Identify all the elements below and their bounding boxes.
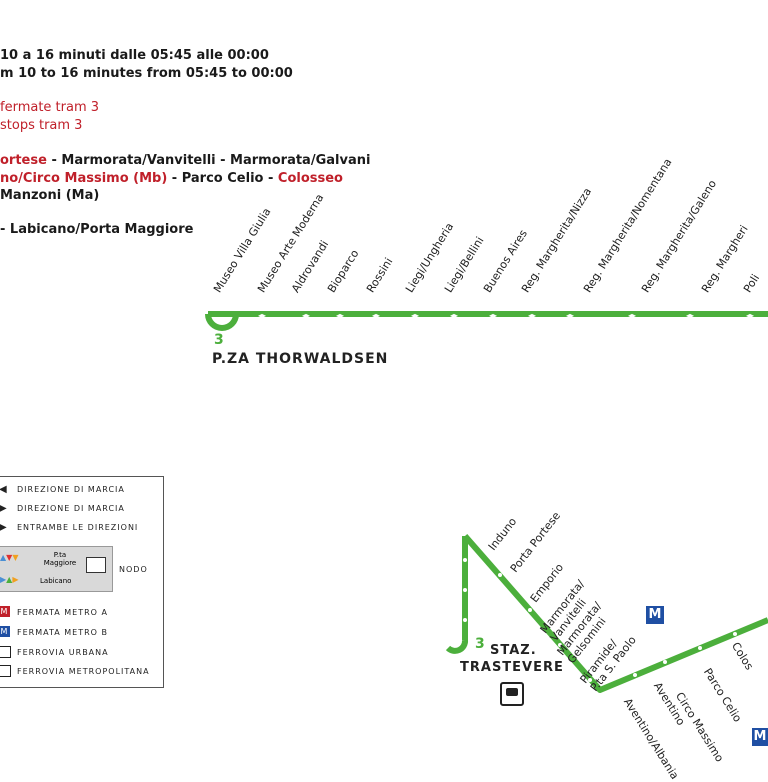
- stop-portese-text: ortese: [0, 153, 47, 168]
- legend-direction-1-label: DIREZIONE DI MARCIA: [17, 485, 125, 494]
- legend-rail: FERROVIA URBANA: [0, 646, 109, 658]
- stops-line-2: no/Circo Massimo (Mb) - Parco Celio - Co…: [0, 171, 343, 186]
- legend: ◀ DIREZIONE DI MARCIA ▶ DIREZIONE DI MAR…: [0, 476, 164, 688]
- direction-arrow-icon: ◂▸: [450, 311, 458, 320]
- legend-node: NODO: [119, 565, 148, 574]
- legend-metro-b-label: FERMATA METRO B: [17, 628, 108, 637]
- frequency-it: 10 a 16 minuti dalle 05:45 alle 00:00: [0, 48, 269, 63]
- direction-arrow-icon: [633, 673, 637, 677]
- direction-arrow-icon: ◂▸: [258, 311, 266, 320]
- legend-metro-a-label: FERMATA METRO A: [17, 608, 108, 617]
- direction-arrow-icon: ◂▸: [528, 311, 536, 320]
- direction-arrow-icon: ◂▸: [372, 311, 380, 320]
- node-station-icon: [86, 557, 106, 573]
- direction-arrow-icon: [733, 632, 737, 636]
- legend-direction-1: ◀ DIREZIONE DI MARCIA: [0, 484, 125, 495]
- node-arrows-bottom-icon: ▶▲▶: [0, 575, 19, 584]
- frequency-en: m 10 to 16 minutes from 05:45 to 00:00: [0, 66, 293, 81]
- direction-arrow-icon: ◂▸: [302, 311, 310, 320]
- direction-arrow-icon: [463, 618, 467, 622]
- train-icon: [500, 682, 524, 706]
- metro-a-icon: M: [0, 606, 10, 617]
- stops-line-4: - Labicano/Porta Maggiore: [0, 222, 194, 237]
- legend-rail-metro-label: FERROVIA METROPOLITANA: [17, 667, 150, 676]
- stops-line-3: Manzoni (Ma): [0, 188, 100, 203]
- stops-line-2-mid: - Parco Celio -: [167, 171, 278, 186]
- legend-rail-metro: FERROVIA METROPOLITANA: [0, 665, 150, 677]
- stops-line-1-rest: - Marmorata/Vanvitelli - Marmorata/Galva…: [46, 153, 371, 168]
- direction-arrow-icon: [698, 646, 702, 650]
- direction-arrow-icon: ◂▸: [566, 311, 574, 320]
- legend-metro-b: M FERMATA METRO B: [0, 626, 108, 637]
- top-terminus: P.ZA THORWALDSEN: [212, 351, 389, 367]
- node-arrows-top-icon: ▲▼▼: [0, 553, 19, 562]
- bottom-terminus-2: TRASTEVERE: [460, 660, 564, 675]
- top-route-loop: [205, 313, 239, 331]
- legend-rail-label: FERROVIA URBANA: [17, 648, 109, 657]
- stop-circo-text: no/Circo Massimo (Mb): [0, 171, 168, 186]
- stops-heading-it: fermate tram 3: [0, 100, 100, 115]
- stop-colosseo-text: Colosseo: [277, 171, 343, 186]
- top-route-arrows: ◂▸◂▸◂▸◂▸◂▸◂▸◂▸◂▸◂▸◂▸◂▸◂▸◂▸: [258, 311, 754, 320]
- direction-arrow-icon: [498, 573, 502, 577]
- bottom-route-loop: [445, 639, 469, 654]
- arrow-left-icon: ◀: [0, 484, 8, 495]
- legend-direction-2-label: DIREZIONE DI MARCIA: [17, 504, 125, 513]
- arrow-right-icon: ▶: [0, 503, 8, 514]
- direction-arrow-icon: [588, 678, 592, 682]
- metro-b-icon: M: [646, 606, 664, 624]
- bottom-terminus-1: STAZ.: [490, 643, 537, 658]
- rail-icon: [0, 646, 11, 658]
- direction-arrow-icon: ◂▸: [628, 311, 636, 320]
- stops-line-1: ortese - Marmorata/Vanvitelli - Marmorat…: [0, 153, 370, 168]
- direction-arrow-icon: [463, 558, 467, 562]
- direction-arrow-icon: ◂▸: [336, 311, 344, 320]
- legend-node-box: ▲▼▼ P.ta Maggiore ▶▲▶ Labicano: [0, 546, 113, 592]
- direction-arrow-icon: ◂▸: [489, 311, 497, 320]
- metro-b-icon-circo: M: [752, 728, 768, 746]
- legend-both: ▶ ENTRAMBE LE DIREZIONI: [0, 522, 139, 533]
- both-directions-icon: ▶: [0, 522, 8, 533]
- direction-arrow-icon: [463, 588, 467, 592]
- legend-metro-a: M FERMATA METRO A: [0, 606, 108, 617]
- top-route-number: 3: [214, 332, 224, 348]
- metro-b-legend-icon: M: [0, 626, 10, 637]
- direction-arrow-icon: ◂▸: [746, 311, 754, 320]
- node-label-bottom: Labicano: [40, 577, 72, 585]
- direction-arrow-icon: ◂▸: [686, 311, 694, 320]
- direction-arrow-icon: [558, 643, 562, 647]
- bottom-route-number: 3: [475, 636, 485, 652]
- legend-direction-2: ▶ DIREZIONE DI MARCIA: [0, 503, 125, 514]
- direction-arrow-icon: ◂▸: [411, 311, 419, 320]
- node-label-top: P.ta Maggiore: [43, 551, 77, 567]
- bottom-route-arrows: [463, 558, 737, 682]
- legend-both-label: ENTRAMBE LE DIREZIONI: [17, 523, 139, 532]
- rail-metro-icon: [0, 665, 11, 677]
- stops-heading-en: stops tram 3: [0, 118, 83, 133]
- direction-arrow-icon: [663, 660, 667, 664]
- direction-arrow-icon: [528, 608, 532, 612]
